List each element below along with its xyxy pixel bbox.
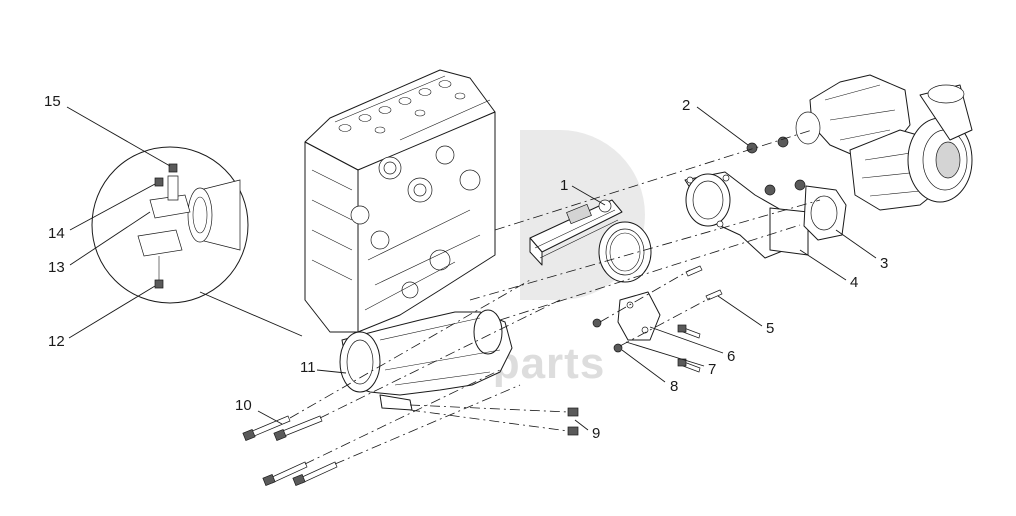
nuts-8: [592, 318, 623, 353]
callout-14: 14: [48, 225, 65, 242]
callout-labels: 1 2 3 4 5 6 7 8 9 10 11 12 13 14 15: [44, 93, 888, 442]
engine-block: [304, 69, 496, 333]
egr-valve: [529, 199, 623, 266]
callout-4: 4: [850, 274, 858, 291]
nut-12: [154, 279, 164, 289]
callout-5: 5: [766, 320, 774, 337]
callout-2: 2: [682, 97, 690, 114]
bolts-10: [242, 415, 338, 487]
callout-10: 10: [235, 397, 252, 414]
bracket-lower: [137, 229, 183, 257]
callout-9: 9: [592, 425, 600, 442]
bolt-15: [168, 163, 178, 173]
callout-13: 13: [48, 259, 65, 276]
pipe-clamp: [598, 221, 652, 283]
callout-11: 11: [300, 359, 316, 376]
callout-3: 3: [880, 255, 888, 272]
callout-12: 12: [48, 333, 65, 350]
screws-9: [567, 407, 579, 436]
detail-circle: [91, 146, 303, 337]
nut-14: [154, 177, 164, 187]
callout-1: 1: [560, 177, 568, 194]
bolt-holes: [338, 80, 466, 134]
watermark-logo: [415, 130, 645, 300]
bolts-7: [677, 324, 701, 373]
block-bosses: [350, 145, 481, 299]
turbocharger: [795, 74, 973, 211]
assembly-centerlines: [289, 129, 821, 465]
callout-8: 8: [670, 378, 678, 395]
nuts-2: [746, 136, 806, 196]
studs-5: [685, 265, 723, 301]
callout-6: 6: [727, 348, 735, 365]
callout-15: 15: [44, 93, 61, 110]
elbow-pipe: [684, 171, 809, 259]
callout-7: 7: [708, 361, 716, 378]
leader-lines: [66, 106, 877, 431]
gasket: [803, 185, 847, 241]
